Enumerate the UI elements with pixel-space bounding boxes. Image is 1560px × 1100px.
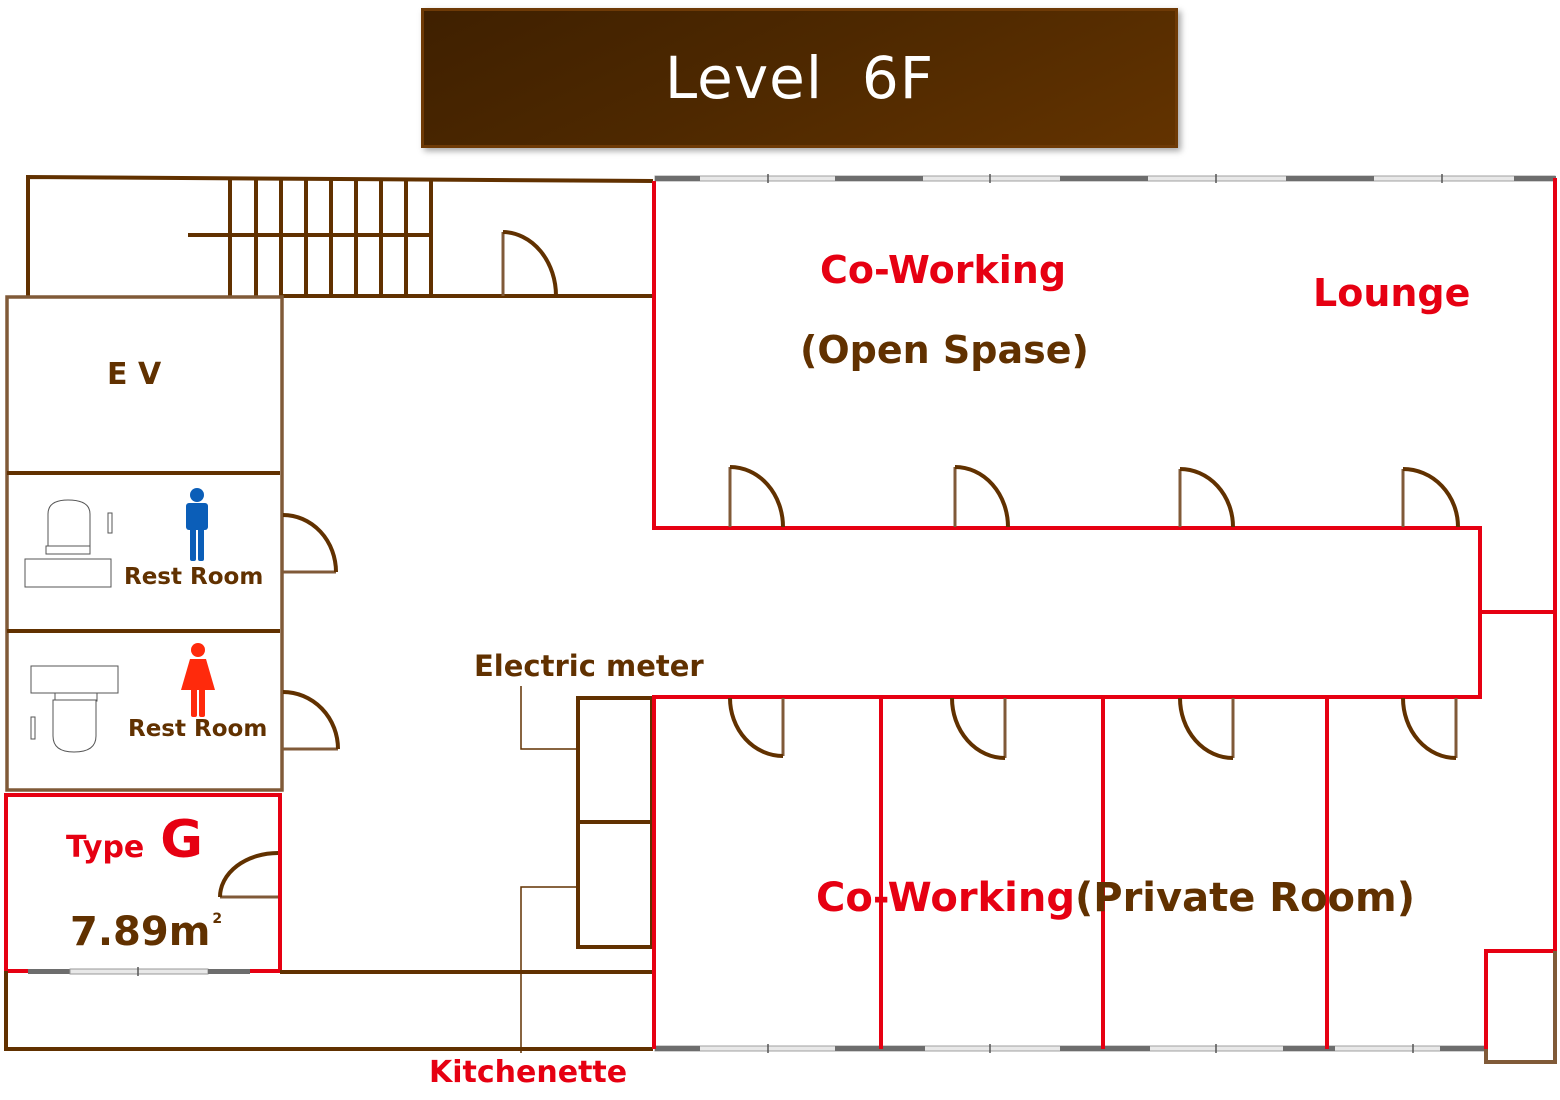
electric-meter-leader-line — [520, 686, 577, 750]
floor-title: Level 6F — [664, 44, 935, 112]
type-g-door-icon — [218, 851, 279, 899]
coworking-open-title[interactable]: Co-Working — [820, 248, 1067, 292]
top-windows — [654, 174, 1556, 183]
kitchenette-leader-line — [520, 886, 577, 1053]
door-icon — [1401, 697, 1458, 760]
bottom-windows — [654, 1044, 1486, 1053]
coworking-private-subtitle: (Private Room) — [1074, 875, 1415, 921]
door-icon — [728, 697, 785, 758]
type-g-room-outline — [4, 793, 282, 973]
men-restroom-door-icon — [282, 513, 338, 574]
lounge-label[interactable]: Lounge — [1313, 271, 1471, 315]
type-g-area: 7.89m 2 — [70, 912, 222, 952]
elevator-label: E V — [107, 357, 162, 392]
women-restroom-label: Rest Room — [128, 716, 268, 742]
type-g-window — [28, 967, 250, 976]
door-icon — [950, 697, 1007, 760]
corner-column — [1484, 951, 1557, 1064]
woman-icon — [181, 643, 215, 717]
electric-meter-cabinet — [576, 696, 654, 949]
type-g-heading[interactable]: Type G — [66, 814, 203, 866]
kitchenette-label[interactable]: Kitchenette — [429, 1055, 628, 1090]
coworking-private-title: Co-Working — [816, 875, 1075, 921]
private-room-doors — [728, 697, 1458, 760]
man-icon — [186, 488, 208, 561]
coworking-private-label[interactable]: Co-Working(Private Room) — [816, 876, 1415, 920]
women-toilet-icon — [30, 665, 119, 753]
men-toilet-icon — [24, 499, 113, 588]
coworking-open-outline — [652, 178, 1557, 1049]
type-g-letter: G — [160, 810, 203, 870]
stair-door-icon — [501, 230, 558, 297]
type-g-area-value: 7.89m — [70, 909, 211, 955]
door-icon — [1178, 467, 1235, 528]
door-icon — [728, 465, 785, 528]
electric-meter-label: Electric meter — [474, 649, 704, 683]
private-room-walls — [879, 697, 1555, 1049]
men-restroom-label: Rest Room — [124, 564, 264, 590]
core-walls — [5, 295, 284, 792]
type-g-prefix: Type — [66, 830, 145, 865]
floor-title-banner: Level 6F — [421, 8, 1178, 148]
door-icon — [1401, 467, 1460, 528]
bottom-corridor-walls — [4, 970, 653, 1051]
coworking-open-subtitle: (Open Spase) — [800, 328, 1089, 372]
door-icon — [953, 465, 1010, 528]
women-restroom-door-icon — [282, 690, 340, 751]
stairwell — [26, 174, 654, 298]
door-icon — [1178, 697, 1235, 760]
open-space-doors — [728, 465, 1460, 528]
type-g-area-unit: 2 — [212, 911, 223, 927]
